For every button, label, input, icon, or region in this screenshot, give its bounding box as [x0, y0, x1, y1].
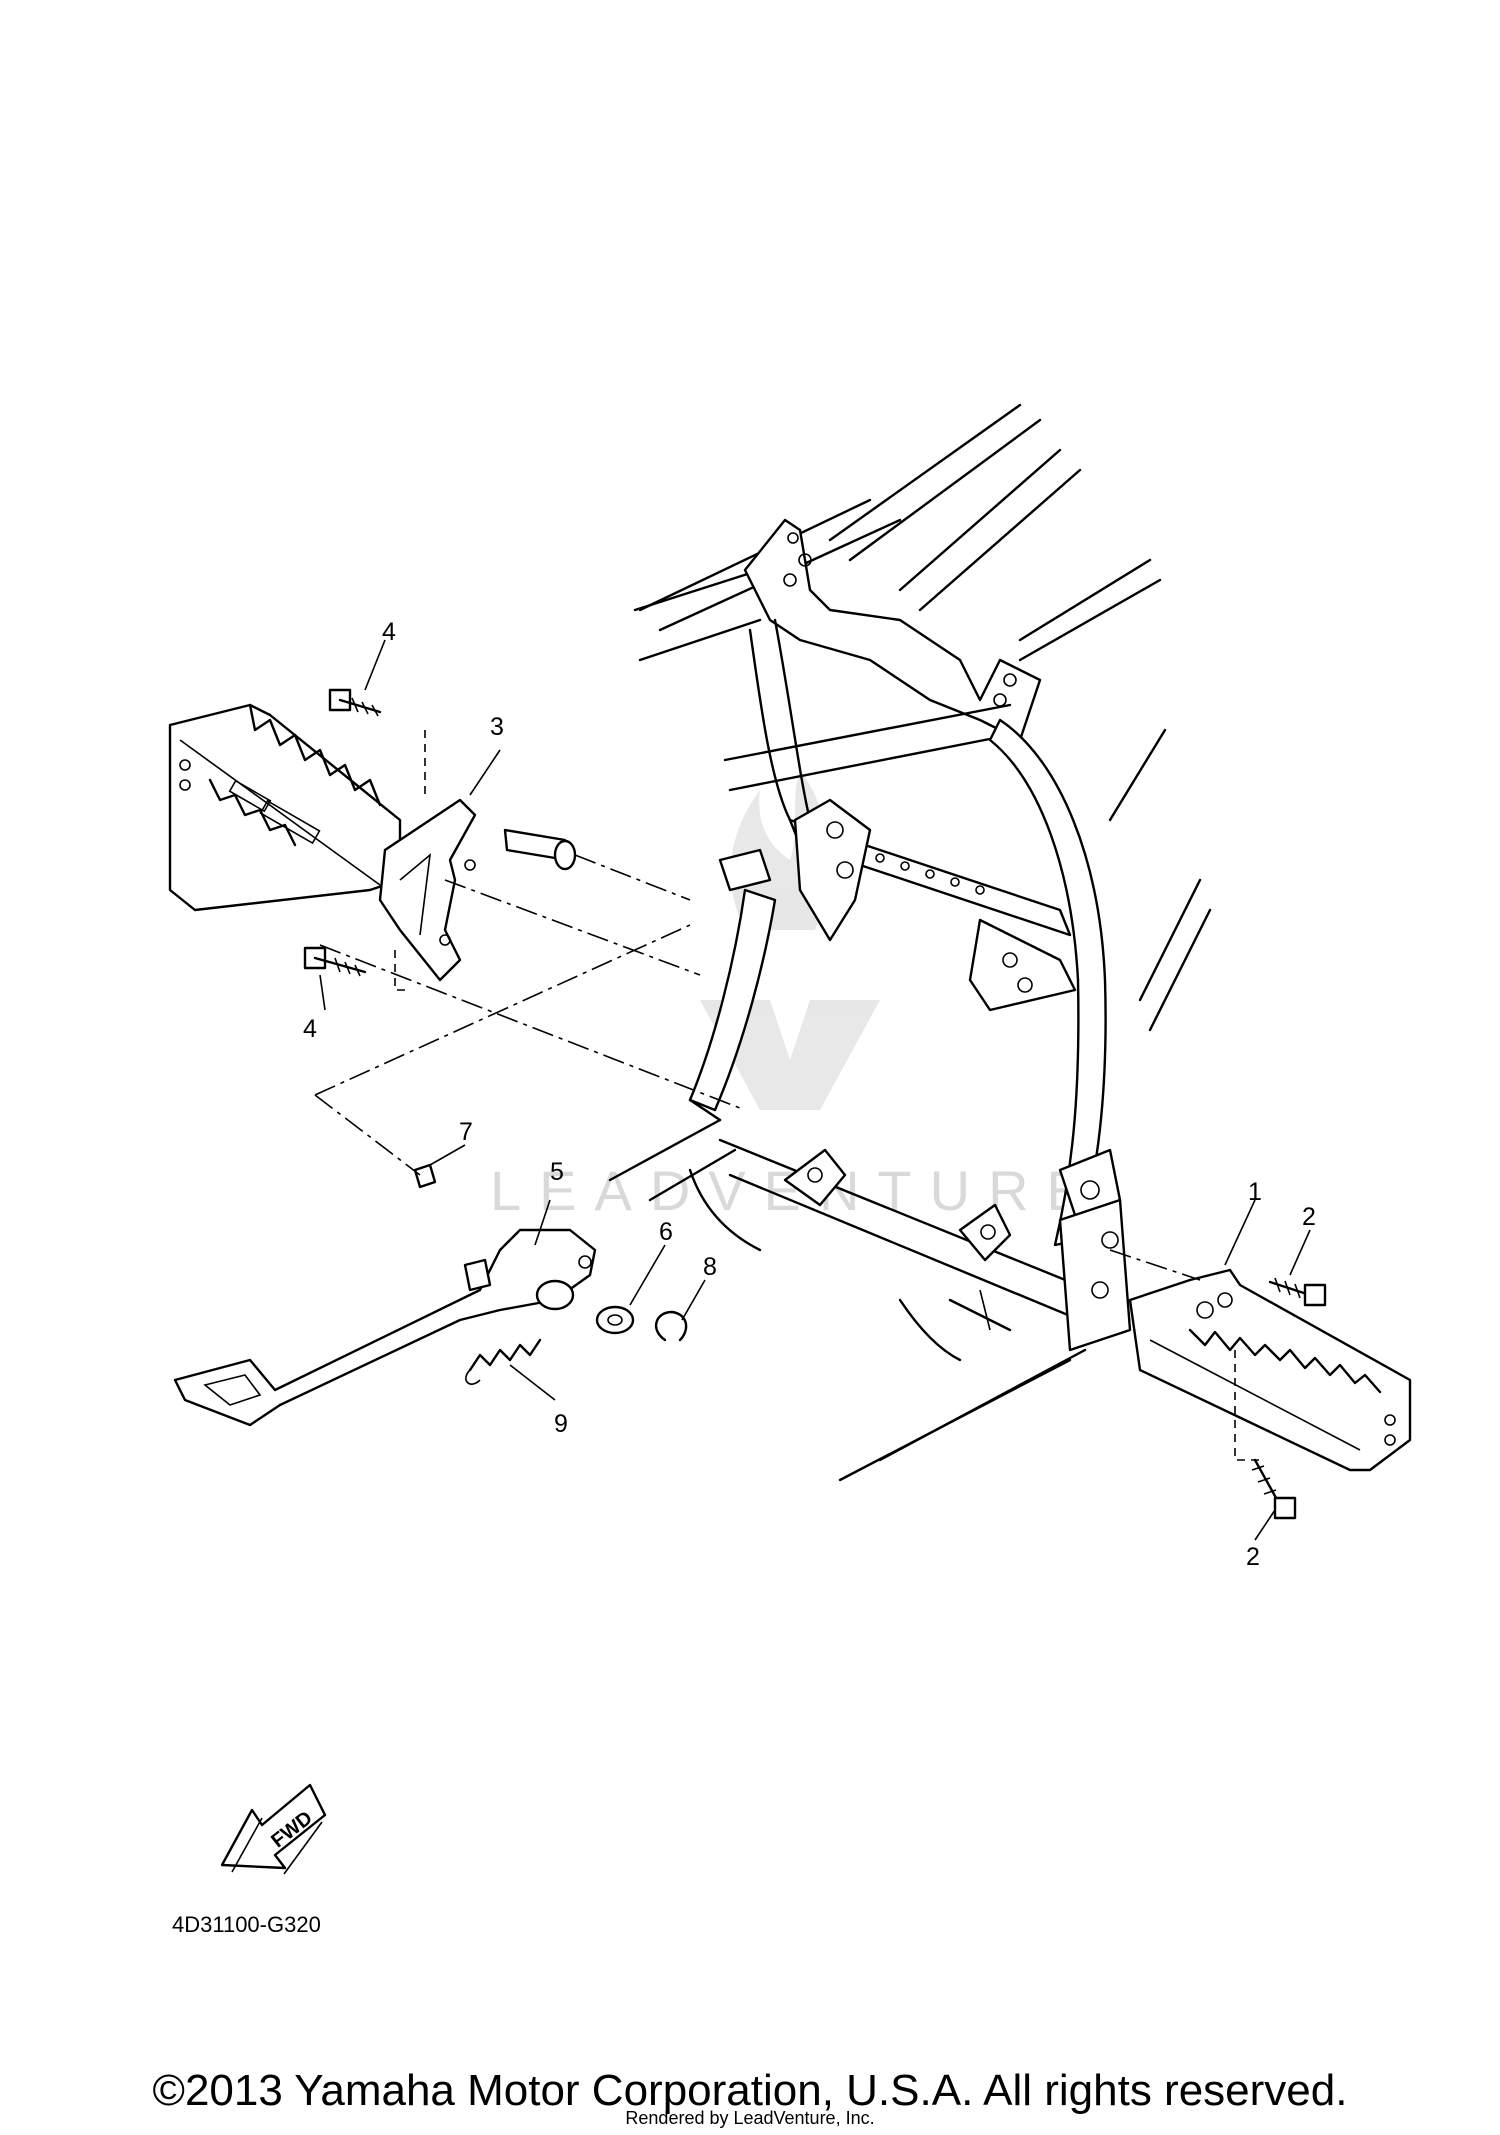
- right-footrest: [1128, 1268, 1412, 1472]
- rendered-by-note: Rendered by LeadVenture, Inc.: [625, 2108, 875, 2128]
- callout-4-upper: 4: [382, 618, 396, 646]
- diagram-code: 4D31100-G320: [172, 1912, 321, 1937]
- left-footrest: [168, 703, 402, 912]
- brake-pedal: [173, 1228, 597, 1427]
- brake-pedal-spring: [465, 1338, 542, 1385]
- callout-1: 1: [1248, 1178, 1262, 1206]
- left-footrest-bracket: [378, 798, 577, 982]
- callout-2-lower: 2: [1246, 1543, 1260, 1571]
- callout-2-upper: 2: [1302, 1203, 1316, 1231]
- callout-8: 8: [703, 1253, 717, 1281]
- watermark-text: LEADVENTURE: [490, 1159, 1102, 1222]
- washer: [595, 1305, 635, 1335]
- left-footrest-bolt-lower: [303, 946, 367, 977]
- leader-lines: [314, 639, 1311, 1541]
- callout-6: 6: [659, 1218, 673, 1246]
- fwd-arrow: FWD: [220, 1783, 327, 1875]
- right-footrest-bolt-upper: [1268, 1277, 1327, 1307]
- callouts: 1 2 2 3 4 4 5 6 7 8 9: [303, 618, 1316, 1571]
- callout-7: 7: [459, 1118, 473, 1146]
- frame: [608, 403, 1212, 1482]
- callout-4-lower: 4: [303, 1015, 317, 1043]
- circlip: [654, 1310, 688, 1342]
- copyright-notice: ©2013 Yamaha Motor Corporation, U.S.A. A…: [152, 2066, 1348, 2115]
- small-clip: [413, 1163, 437, 1189]
- callout-5: 5: [550, 1158, 564, 1186]
- callout-3: 3: [490, 713, 504, 741]
- callout-9: 9: [554, 1410, 568, 1438]
- left-footrest-bolt-upper: [328, 688, 382, 717]
- right-footrest-bolt-lower: [1251, 1458, 1297, 1520]
